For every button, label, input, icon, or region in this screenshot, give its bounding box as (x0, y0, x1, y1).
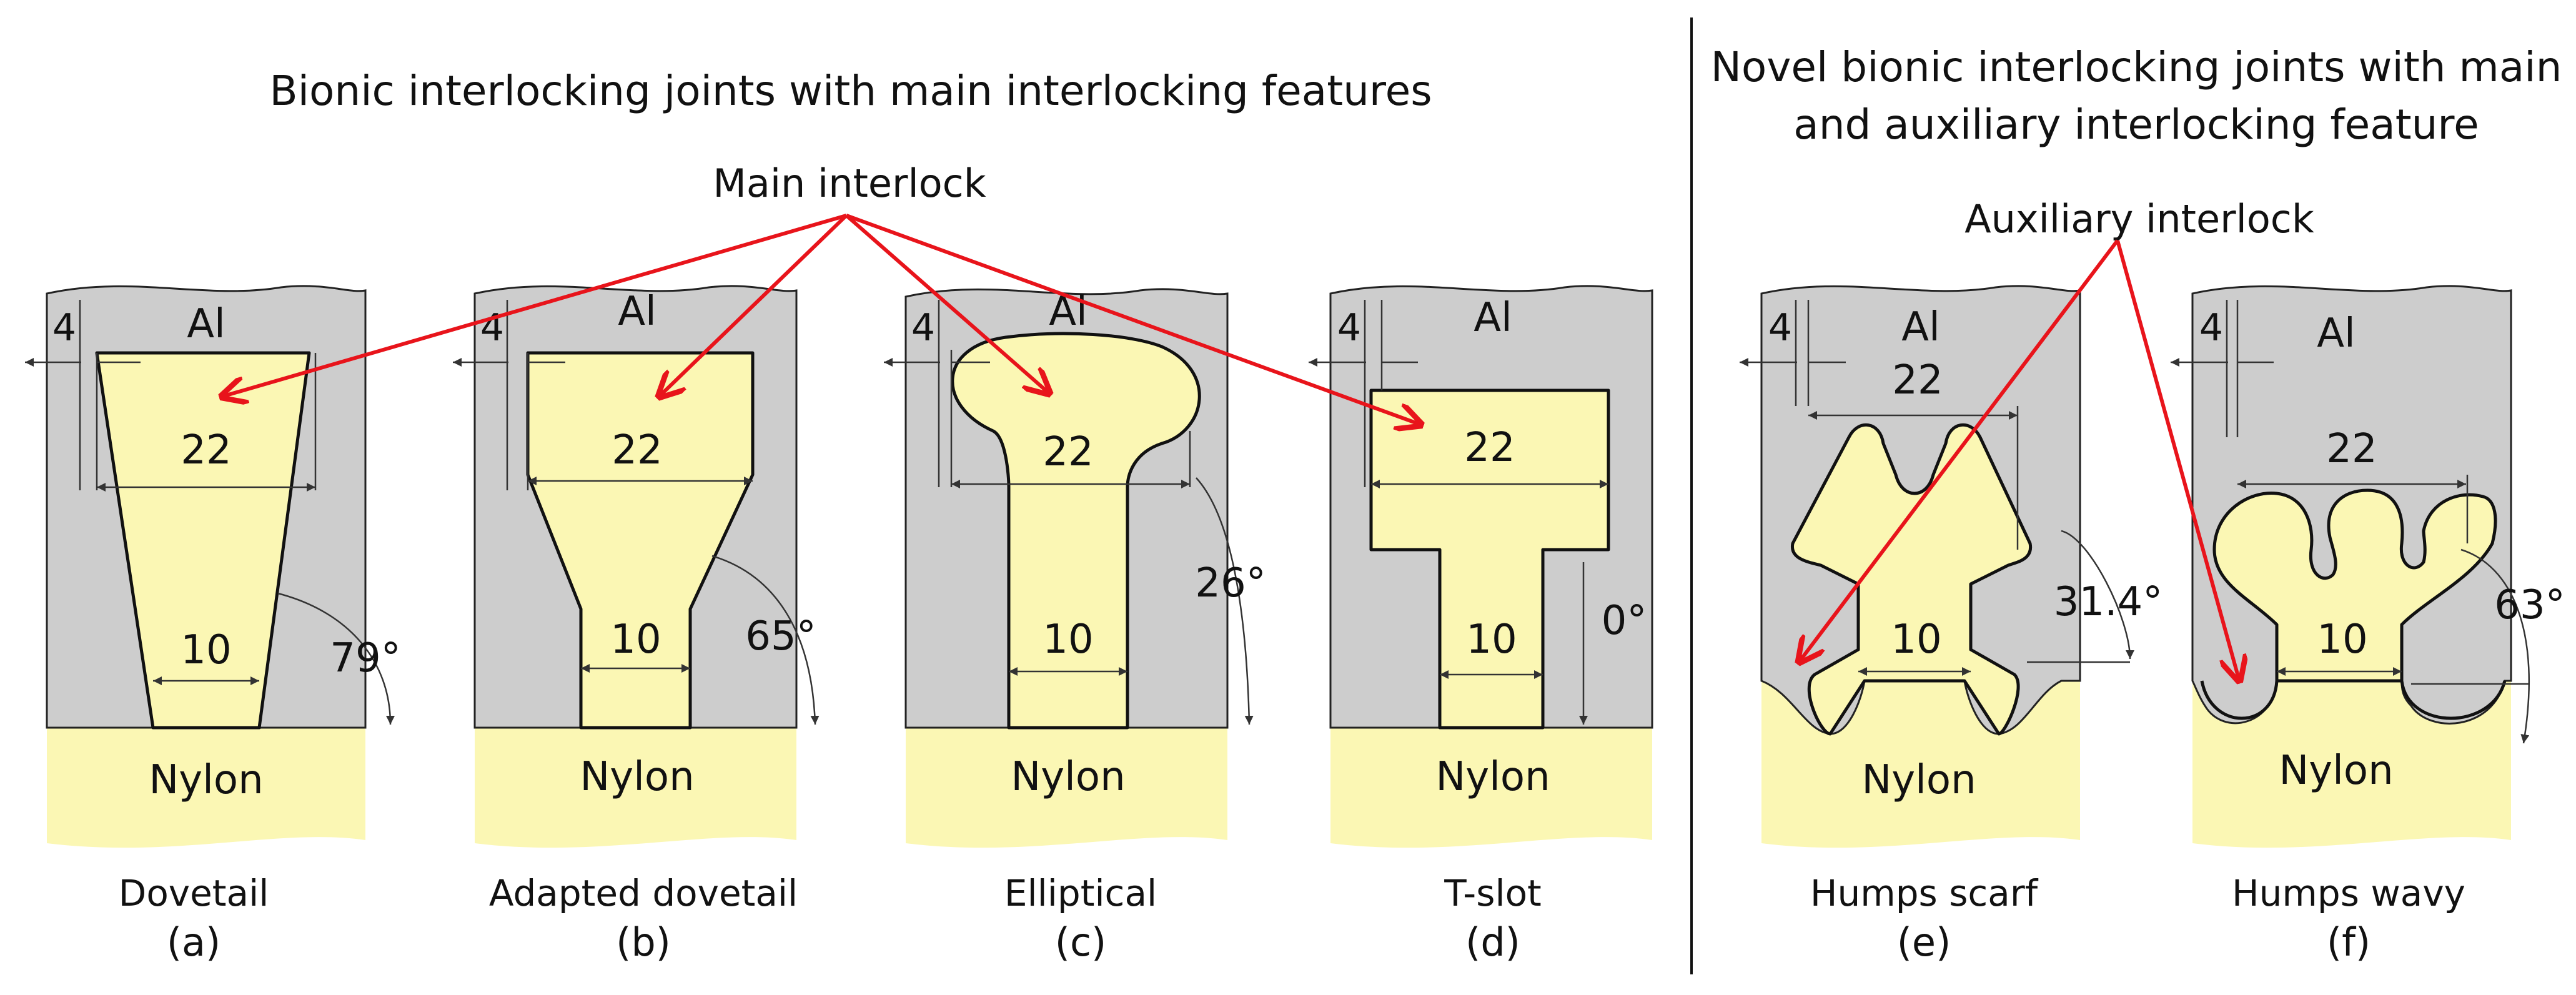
panel-a-angle: 79° (330, 635, 400, 681)
panel-c-top-width: 22 (1043, 429, 1093, 475)
panel-c-nylon-label: Nylon (1011, 754, 1125, 800)
panel-d-t-slot: 4 Al 22 10 0° Nylon T-slot (d) (1309, 285, 1653, 965)
panel-d-al-label: Al (1474, 295, 1512, 341)
panel-f-nylon-label: Nylon (2279, 748, 2393, 794)
panel-f-name: Humps wavy (2232, 872, 2465, 914)
panel-a-top-width: 22 (181, 427, 231, 473)
panel-e-neck-width: 10 (1891, 616, 1941, 663)
panel-d-top-width: 22 (1464, 425, 1515, 471)
right-section-title-line-2: and auxiliary interlocking feature (1793, 101, 2479, 149)
main-interlock-label: Main interlock (713, 161, 986, 206)
panel-f-humps-wavy: 4 Al 22 10 63° Nylon Humps wavy (f) (2171, 285, 2565, 965)
panel-d-neck-width: 10 (1466, 616, 1517, 663)
panel-a-edge-dim: 4 (52, 306, 76, 350)
aux-arrow-to-e (1799, 239, 2119, 662)
panel-e-nylon-label: Nylon (1861, 757, 1976, 803)
panel-a-neck-width: 10 (181, 627, 231, 673)
main-arrow-to-c (845, 214, 1049, 394)
panel-e-angle: 31.4° (2054, 579, 2163, 625)
panel-f-neck-width: 10 (2317, 616, 2367, 663)
panel-f-top-width: 22 (2326, 426, 2377, 472)
panel-c-name: Elliptical (1004, 872, 1157, 914)
panel-b-edge-dim: 4 (480, 306, 504, 350)
panel-c-elliptical: 4 Al 22 10 26° Nylon Elliptical (c) (884, 288, 1266, 965)
panel-b-angle: 65° (745, 613, 816, 660)
panel-d-nylon-label: Nylon (1435, 754, 1550, 800)
panel-b-top-width: 22 (612, 427, 662, 473)
panel-c-angle: 26° (1195, 560, 1266, 606)
auxiliary-interlock-label: Auxiliary interlock (1964, 196, 2314, 242)
main-arrow-to-d (845, 214, 1421, 425)
main-arrow-to-b (659, 214, 848, 397)
panel-c-letter: (c) (1055, 919, 1106, 965)
panel-c-neck-width: 10 (1043, 616, 1093, 663)
panel-e-name: Humps scarf (1810, 872, 2039, 914)
auxiliary-interlock-arrows (1799, 239, 2239, 681)
panel-d-name: T-slot (1444, 872, 1542, 914)
panel-e-humps-scarf: 4 Al 22 10 31.4° Nylon Humps scarf (e) (1740, 285, 2163, 965)
panel-d-letter: (d) (1465, 919, 1520, 965)
panel-a-al-label: Al (187, 301, 225, 347)
left-section-title: Bionic interlocking joints with main int… (269, 67, 1432, 115)
main-arrow-to-a (222, 214, 847, 397)
panel-a-nylon-label: Nylon (149, 757, 263, 803)
panel-c-edge-dim: 4 (911, 306, 935, 350)
panel-f-letter: (f) (2327, 919, 2370, 965)
panel-b-nylon-label: Nylon (580, 754, 694, 800)
main-interlock-arrows (222, 214, 1421, 425)
panel-d-edge-dim: 4 (1337, 306, 1361, 350)
panel-e-al-label: Al (1901, 304, 1940, 350)
panel-e-letter: (e) (1897, 919, 1951, 965)
panel-a-dovetail: 4 Al 22 10 79° Nylon Dovetail (a) (25, 285, 401, 965)
panel-b-letter: (b) (616, 919, 671, 965)
aux-arrow-to-f (2116, 240, 2239, 681)
panel-e-edge-dim: 4 (1768, 306, 1792, 350)
panel-b-name: Adapted dovetail (489, 872, 798, 914)
panel-f-edge-dim: 4 (2199, 306, 2223, 350)
panel-a-letter: (a) (167, 919, 220, 965)
panel-d-angle: 0° (1602, 598, 1647, 644)
panel-b-neck-width: 10 (610, 616, 661, 663)
right-section-title-line-1: Novel bionic interlocking joints with ma… (1711, 43, 2562, 91)
panel-f-angle: 63° (2494, 582, 2565, 628)
panel-a-name: Dovetail (119, 872, 269, 914)
panel-f-al-label: Al (2317, 310, 2356, 357)
panel-b-al-label: Al (618, 289, 656, 335)
panel-b-adapted-dovetail: 4 Al 22 10 65° Nylon Adapted dovetail (b… (453, 285, 820, 965)
panel-e-top-width: 22 (1892, 357, 1943, 403)
